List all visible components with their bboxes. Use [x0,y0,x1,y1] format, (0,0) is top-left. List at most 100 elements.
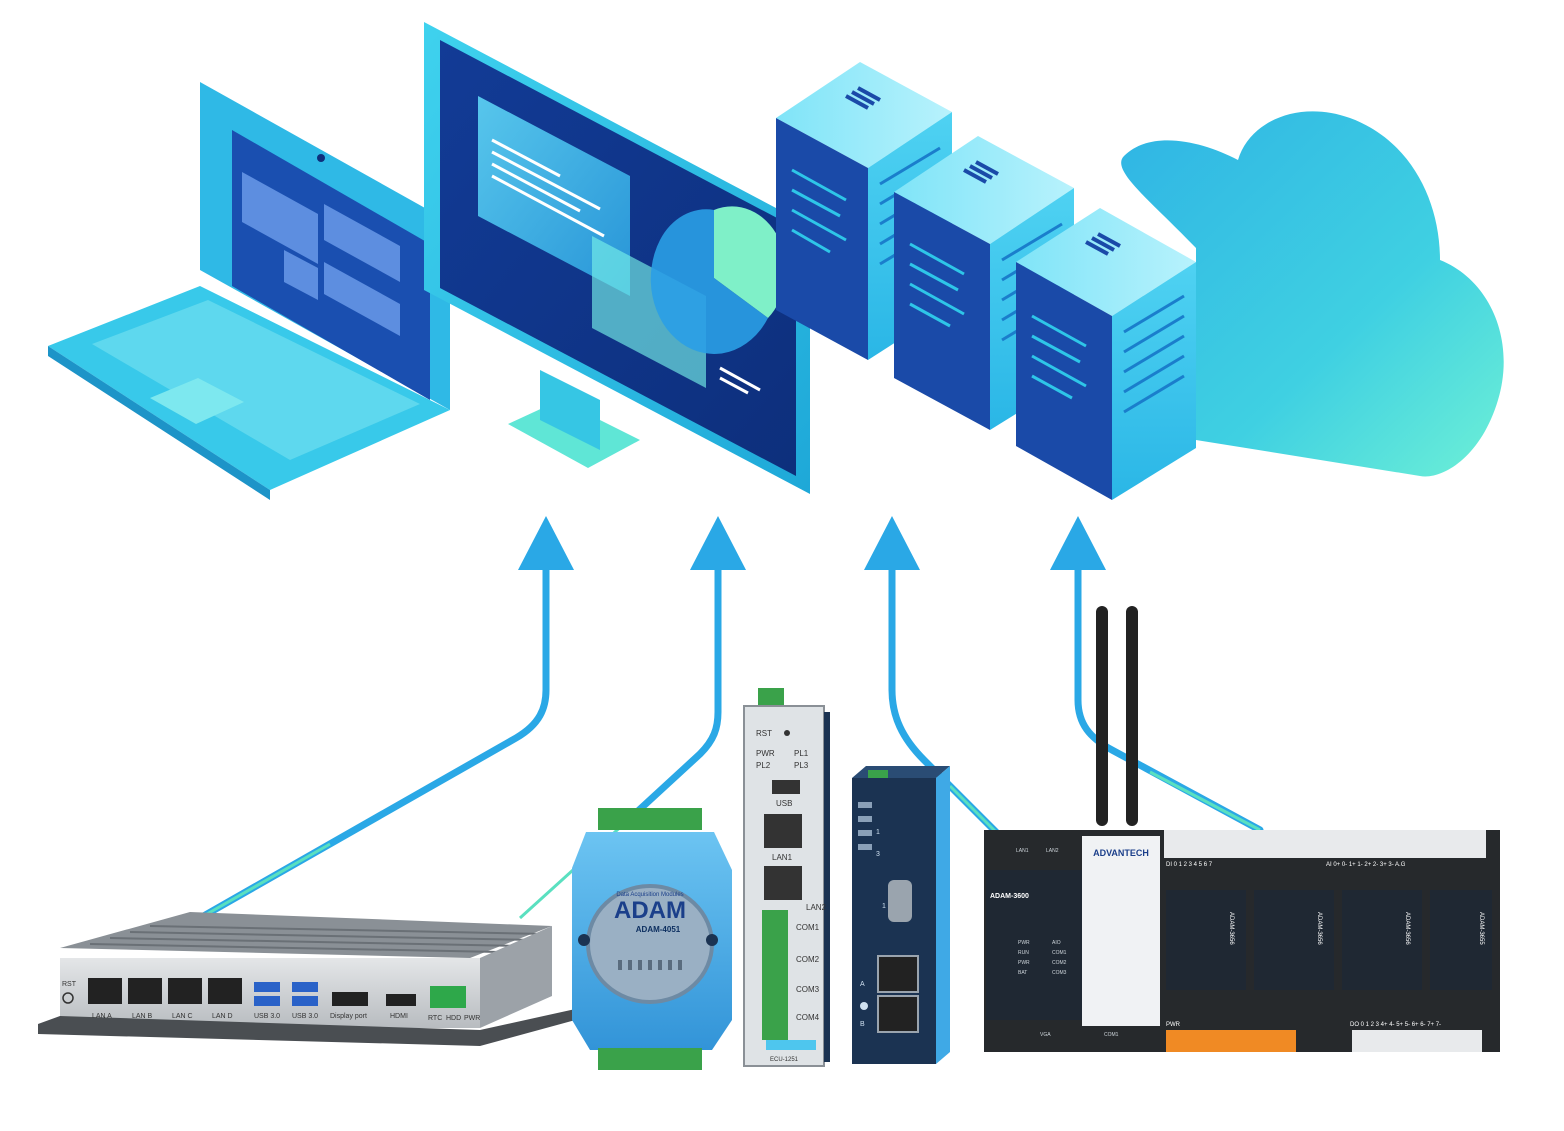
ipc-port-label: LAN A [92,1013,112,1020]
communication-gateway: 1 3 1 A B [852,766,950,1064]
rtu-port-label: VGA [1040,1032,1051,1038]
ipc-mount [38,1008,590,1046]
monitor [424,22,810,494]
arrow-4-head [1050,516,1106,570]
ecu-lan1-port [764,814,802,848]
gateway-port-label: 1 [882,903,886,910]
gateway-label-a: A [860,981,865,988]
adam-caption: Data Acquisition Modules [616,892,683,898]
adam-terminal-bottom [598,1048,702,1070]
arrow-1 [196,556,550,922]
ipc-side [480,926,552,1028]
ecu-1251-controller: RST PWR PL1 PL2 PL3 USB LAN1 LAN2 COM1 C… [743,688,830,1067]
monitor-pie-chart [714,206,786,318]
ipc-port-label: LAN B [132,1013,153,1020]
monitor-stand-neck [540,370,600,450]
adam-3600-rtu: ADAM-3600 PWR RUN PWR BAT AIO COM1 COM2 … [984,606,1500,1052]
rtu-mid-label: COM3 [1052,970,1067,976]
adam-brand: ADAM [614,897,686,924]
rtu-io-terminal-top [1164,830,1486,858]
arrow-3-head [864,516,920,570]
laptop-window-4 [324,262,400,336]
ipc-led-label: HDD [446,1015,461,1022]
ecu-lan2-label: LAN2 [806,903,827,912]
ecu-rst-label: RST [756,729,772,738]
ecu-lan2-port [764,866,802,900]
rtu-io-modules [1166,890,1492,990]
gateway-network-icon [860,1002,868,1010]
laptop-window-3 [284,250,318,300]
ipc-power-connector [430,986,466,1008]
rtu-left-label: BAT [1018,970,1027,976]
laptop-base-edge [48,346,270,500]
rtu-pwr-label: PWR [1166,1022,1181,1028]
ipc-port-label: USB 3.0 [254,1013,280,1020]
io-module [1166,890,1246,990]
gateway-lan-port [877,995,919,1033]
gateway-side [936,766,950,1064]
laptop-keyboard [92,300,420,460]
adam-screw-icon [578,934,590,946]
arrow-1-head [518,516,574,570]
ipc-led-label: PWR [464,1015,480,1022]
arrow-heads [518,516,1106,570]
ipc-port-label: USB 3.0 [292,1013,318,1020]
rtu-brand: ADVANTECH [1093,848,1149,858]
arrow-2-head [690,516,746,570]
ipc-rst-label: RST [62,981,77,988]
ipc-displayport [332,992,368,1006]
server-3 [1016,208,1196,500]
rtu-wireless-module [1082,836,1160,1026]
rtu-left-label: PWR [1018,940,1030,946]
gateway-top [852,766,950,778]
ipc-port-label: LAN D [212,1013,233,1020]
ecu-com-label: COM1 [796,923,820,932]
gateway-serial-port [888,880,912,922]
rtu-ai-header: AI 0+ 0- 1+ 1- 2+ 2- 3+ 3- A.G [1326,862,1406,868]
ipc-port-label: Display port [330,1013,367,1020]
ecu-model-label [766,1040,816,1050]
ipc-lan-ports [88,978,242,1004]
cloud [1121,111,1504,477]
power-icon [62,992,74,1004]
rtu-model: ADAM-3600 [990,893,1029,900]
laptop-window-1 [242,172,318,264]
rtu-left-label: PWR [1018,960,1030,966]
ecu-com-label: COM4 [796,1013,820,1022]
ecu-terminal-block [762,910,788,1040]
rtu-port-label: COM1 [1104,1032,1119,1038]
rtu-left-label: RUN [1018,950,1029,956]
ipc-led-label: RTC [428,1015,442,1022]
io-module-name: ADAM-3656 [1316,912,1322,945]
server-1-vent-icon [845,86,881,110]
adam-screw-icon [706,934,718,946]
rtu-mid-label: AIO [1052,940,1061,946]
ipc-port-label: LAN C [172,1013,193,1020]
rtu-mid-label: COM2 [1052,960,1067,966]
rtu-terminal-white [1352,1030,1482,1052]
ecu-usb-port [772,780,800,794]
adam-4051-module: ADAM Data Acquisition Modules ADAM-4051 [572,808,732,1070]
monitor-text-lines [491,138,761,395]
laptop [48,82,450,500]
ipc-hdmi [386,994,416,1006]
ecu-led-label: PL3 [794,761,809,770]
rtu-lan-label: LAN2 [1046,848,1059,854]
monitor-panel-2 [592,236,706,388]
arrow-3 [888,556,1004,840]
ecu-led-label: PL2 [756,761,771,770]
io-module [1254,890,1334,990]
ecu-lan1-label: LAN1 [772,853,793,862]
ecu-com-label: COM2 [796,955,820,964]
io-module-name: ADAM-3656 [1228,912,1234,945]
ecu-led-label: PL1 [794,749,809,758]
io-module [1342,890,1422,990]
io-module-name: ADAM-3655 [1478,912,1484,945]
rtu-lan-label: LAN1 [1016,848,1029,854]
industrial-pc: LAN A LAN B LAN C LAN D USB 3.0 USB 3.0 … [38,912,590,1046]
server-2-vent-icon [963,160,999,184]
arrow-4 [1074,556,1264,834]
ecu-com-label: COM3 [796,985,820,994]
ecu-model: ECU-1251 [770,1057,799,1063]
